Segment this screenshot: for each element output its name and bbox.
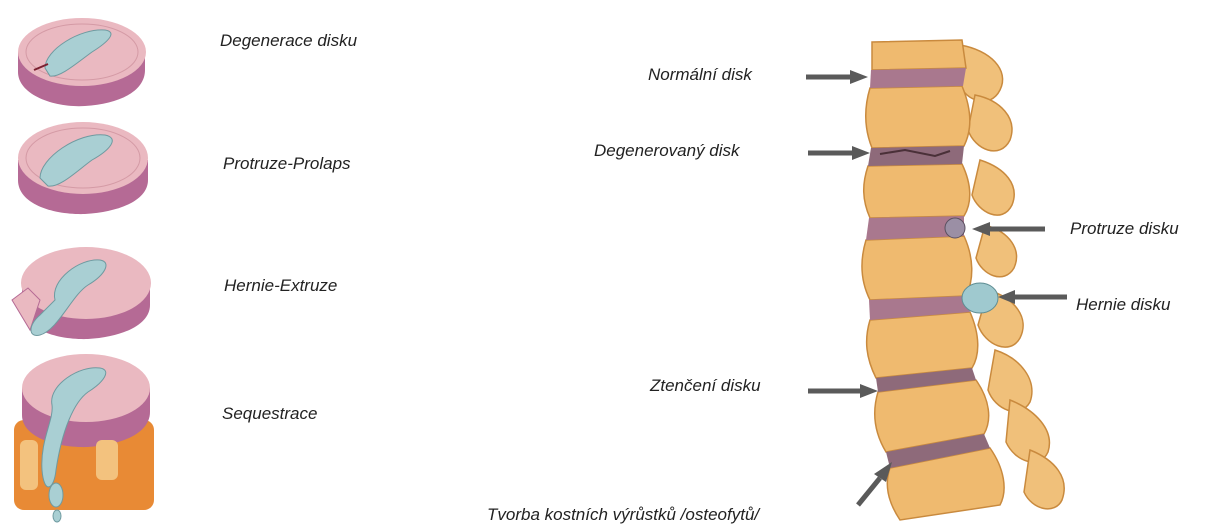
herniation-bulge: [962, 283, 998, 313]
label-protrusion: Protruze disku: [1070, 219, 1179, 239]
label-osteophytes: Tvorba kostních výrůstků /osteofytů/: [487, 505, 759, 525]
protrusion-bulge: [945, 218, 965, 238]
degenerated-disc-shape: [868, 146, 964, 166]
label-normal-disc: Normální disk: [648, 65, 752, 85]
normal-disc-shape: [870, 68, 966, 88]
label-herniation: Hernie disku: [1076, 295, 1171, 315]
label-thinning: Ztenčení disku: [650, 376, 761, 396]
label-degenerated-disc: Degenerovaný disk: [594, 141, 740, 161]
